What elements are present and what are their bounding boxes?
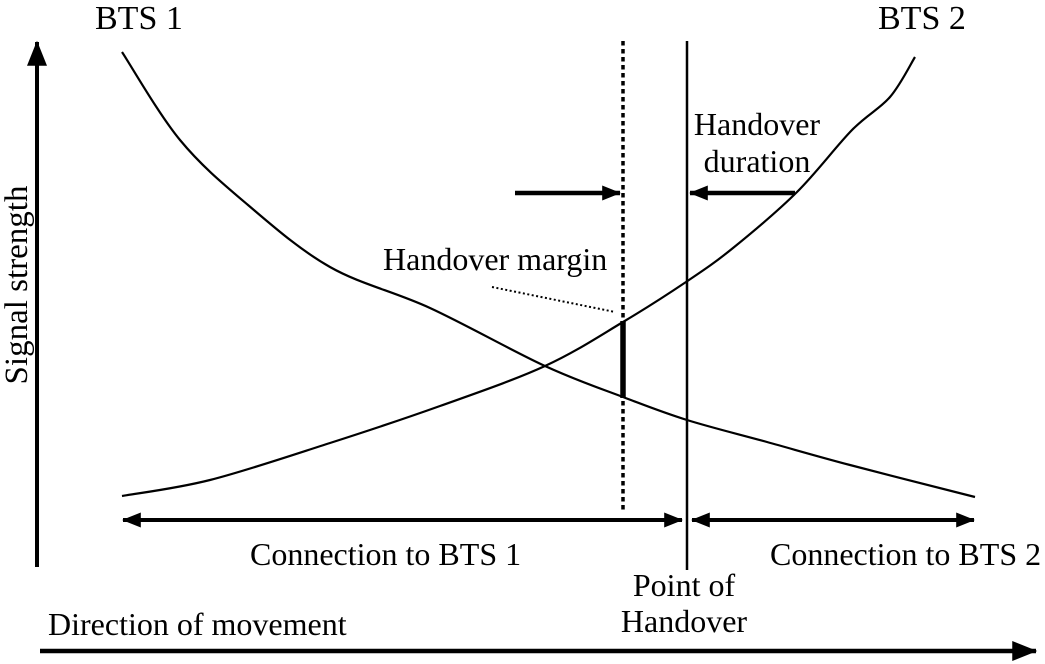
bts2-label: BTS 2	[878, 0, 966, 37]
handover-margin-leader-line	[491, 286, 616, 313]
handover-duration-line1: Handover	[693, 106, 821, 142]
x-axis-label: Direction of movement	[48, 606, 347, 642]
point-of-handover-label: Point of Handover	[609, 567, 759, 639]
point-of-handover-line2: Handover	[620, 603, 748, 639]
bts1-label: BTS 1	[95, 0, 183, 37]
point-of-handover-line1: Point of	[632, 567, 736, 603]
handover-duration-label: Handover duration	[681, 106, 833, 180]
bts1-signal-curve	[121, 51, 976, 499]
handover-margin-label: Handover margin	[383, 241, 608, 277]
handover-duration-line2: duration	[703, 143, 811, 179]
connection-bts2-label: Connection to BTS 2	[770, 536, 1042, 572]
connection-bts1-label: Connection to BTS 1	[250, 536, 522, 572]
y-axis-label: Signal strength	[0, 185, 35, 385]
